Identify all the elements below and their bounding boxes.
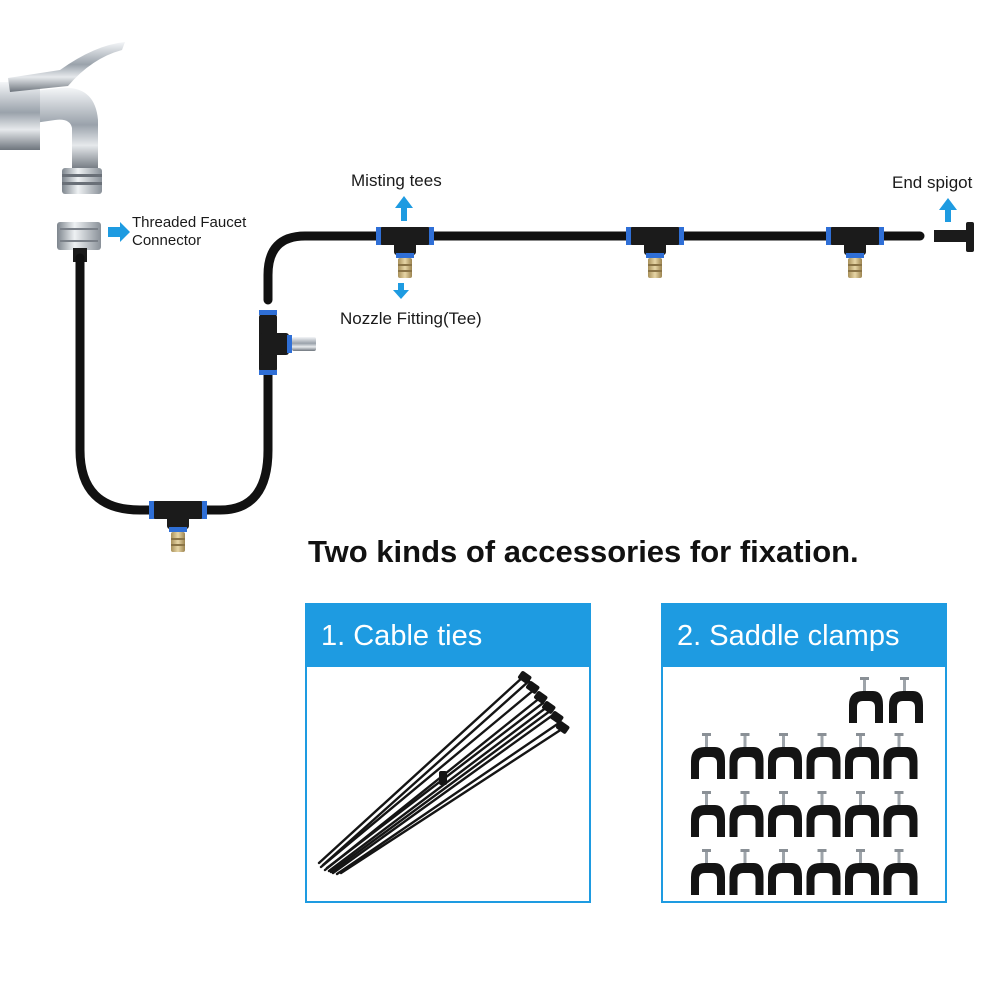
cable-tie-icon <box>317 671 570 876</box>
end-plug-icon <box>934 222 974 252</box>
faucet-icon <box>0 42 125 194</box>
cable-ties-image <box>307 667 589 901</box>
saddle-clamp-icon <box>849 677 883 723</box>
saddle-clamp-icon <box>883 791 918 837</box>
saddle-clamp-icon <box>691 791 725 837</box>
saddle-clamp-icon <box>883 733 918 779</box>
saddle-clamp-icon <box>806 733 841 779</box>
tee-fitting-icon <box>826 227 884 278</box>
saddle-clamp-icon <box>768 791 802 837</box>
arrow-icon <box>395 196 413 221</box>
saddle-clamp-icon <box>768 849 802 895</box>
tee-fitting-icon <box>626 227 684 278</box>
cable-ties-panel: 1. Cable ties <box>305 603 591 903</box>
saddle-clamp-icon <box>806 849 841 895</box>
tubing <box>75 231 925 515</box>
nozzle-fitting-label: Nozzle Fitting(Tee) <box>340 309 482 328</box>
saddle-clamp-icon <box>729 849 764 895</box>
saddle-clamp-icon <box>845 733 879 779</box>
faucet-connector-label-line2: Connector <box>132 232 202 249</box>
faucet-connector-label: Threaded Faucet Connector <box>132 214 246 250</box>
saddle-clamp-icon <box>691 849 725 895</box>
tee-fitting-icon <box>376 227 434 278</box>
misting-tees-label: Misting tees <box>351 171 442 190</box>
saddle-clamp-icon <box>729 733 764 779</box>
saddle-clamps-title: 2. Saddle clamps <box>663 605 945 667</box>
saddle-clamp-icon <box>691 677 923 895</box>
saddle-clamp-icon <box>883 849 918 895</box>
arrow-icon <box>939 198 957 222</box>
end-spigot-label: End spigot <box>892 173 973 192</box>
saddle-clamps-panel: 2. Saddle clamps <box>661 603 947 903</box>
arrow-icon <box>108 222 130 242</box>
saddle-clamp-icon <box>845 849 879 895</box>
accessories-headline: Two kinds of accessories for fixation. <box>308 534 859 569</box>
tee-fitting-icon <box>149 501 207 552</box>
saddle-clamp-icon <box>768 733 802 779</box>
saddle-clamp-icon <box>889 677 923 723</box>
saddle-clamp-icon <box>845 791 879 837</box>
saddle-clamps-image <box>663 667 945 901</box>
saddle-clamp-icon <box>729 791 764 837</box>
saddle-clamp-icon <box>691 733 725 779</box>
tee-fitting-icon <box>259 310 316 375</box>
cable-ties-title: 1. Cable ties <box>307 605 589 667</box>
arrow-icon <box>393 283 409 299</box>
saddle-clamp-icon <box>806 791 841 837</box>
faucet-connector-label-line1: Threaded Faucet <box>132 214 247 231</box>
